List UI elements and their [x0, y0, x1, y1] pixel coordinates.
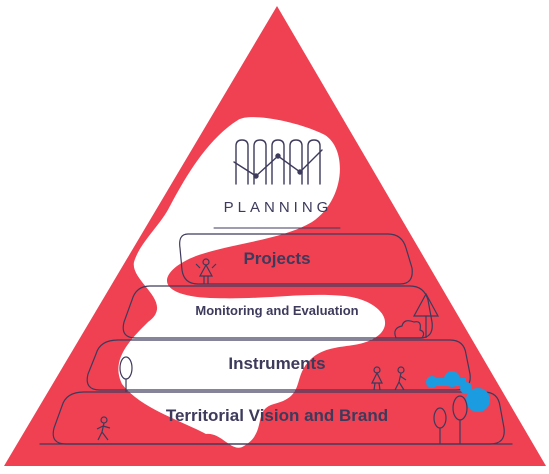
runner-icon	[96, 416, 111, 441]
band-instruments-outline	[86, 339, 471, 391]
cloud-icon	[394, 320, 425, 339]
trees-right-icon	[433, 395, 468, 444]
layer-projects-label: Projects	[243, 249, 311, 268]
tree-icon	[412, 292, 440, 338]
planning-logo-text: PLANNING	[223, 199, 333, 216]
tree-left-icon	[119, 356, 133, 392]
planning-logo-icon	[213, 139, 341, 229]
blue-accent-shapes	[426, 371, 490, 412]
band-projects-outline	[179, 233, 413, 285]
person-icon	[195, 258, 217, 284]
layer-instruments-label: Instruments	[228, 354, 326, 373]
layer-territorial-label: Territorial Vision and Brand	[165, 406, 389, 425]
white-blob	[118, 117, 386, 448]
layer-monitoring-label: Monitoring and Evaluation	[195, 303, 359, 318]
walking-people-icon	[371, 366, 407, 391]
